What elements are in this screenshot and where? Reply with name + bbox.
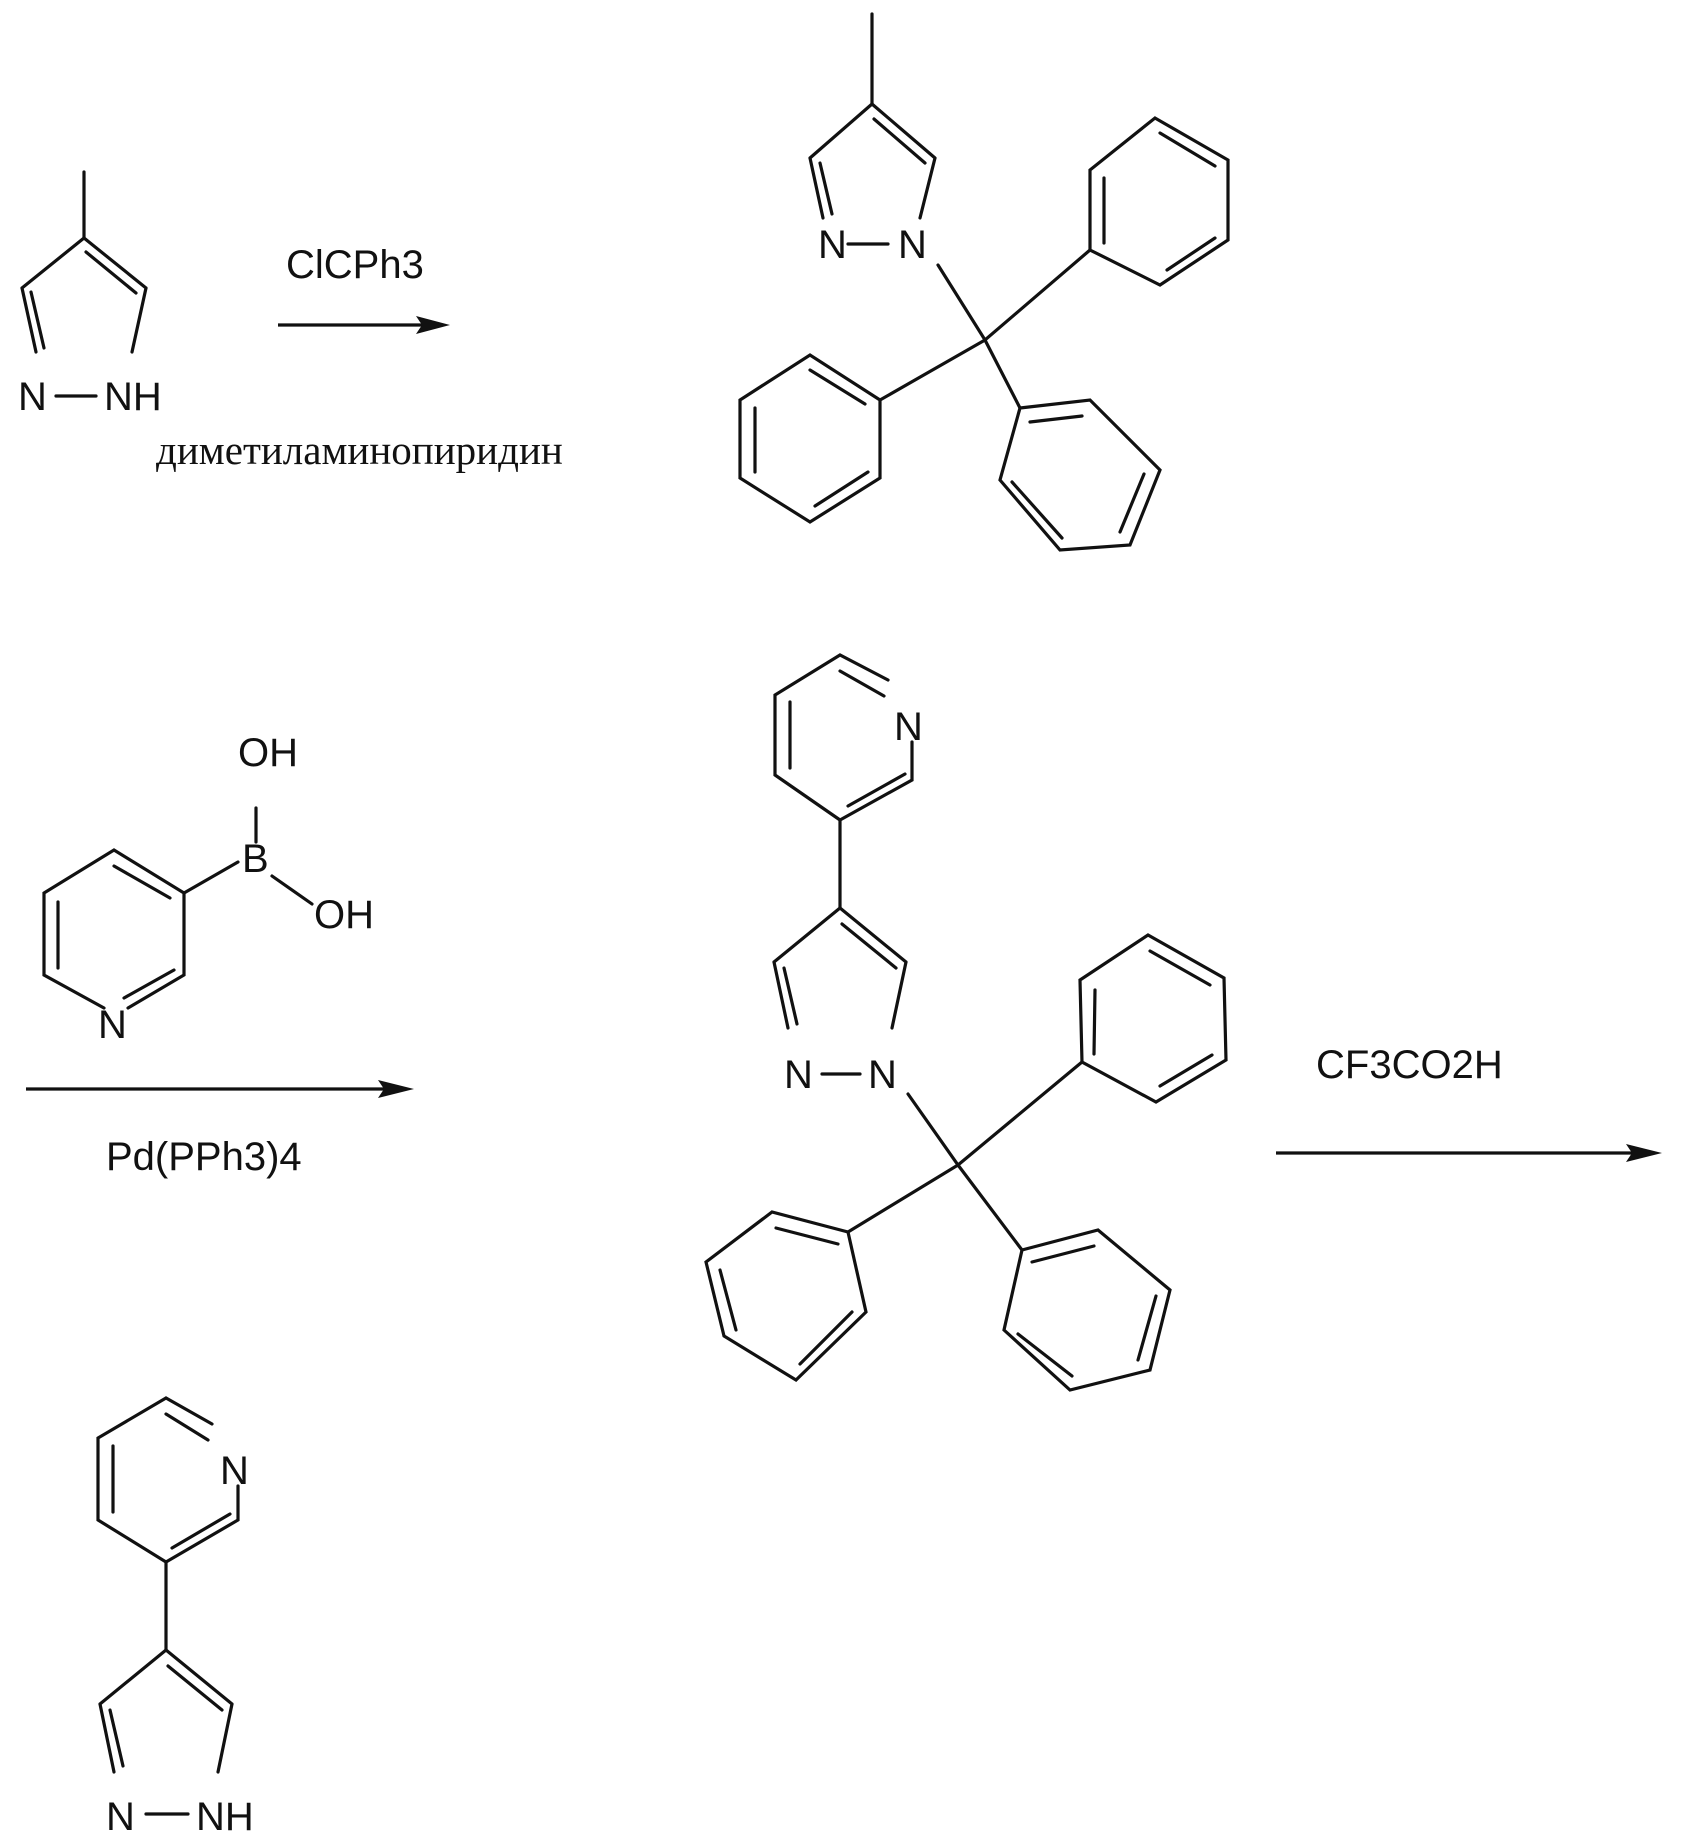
atom-n: N bbox=[818, 223, 847, 267]
atom-b: B bbox=[242, 837, 269, 881]
molecule-4-iodopyrazole: N NH bbox=[18, 172, 162, 419]
molecule-pyridine-3-boronic-acid: B OH OH N bbox=[44, 731, 374, 1047]
atom-nh: NH bbox=[196, 1795, 254, 1836]
atom-n: N bbox=[898, 223, 927, 267]
reagent-dmap: диметиламинопиридин bbox=[156, 427, 563, 473]
reagent-palladium-catalyst: Pd(PPh3)4 bbox=[106, 1135, 302, 1179]
atom-n: N bbox=[220, 1449, 249, 1493]
molecule-pyridyl-pyrazole: N N NH bbox=[98, 1398, 254, 1836]
reaction-arrow-1 bbox=[278, 316, 450, 334]
reaction-arrow-3 bbox=[1276, 1144, 1662, 1162]
atom-n: N bbox=[106, 1795, 135, 1836]
atom-n: N bbox=[784, 1053, 813, 1097]
reaction-arrow-2 bbox=[26, 1080, 414, 1098]
atom-n: N bbox=[868, 1053, 897, 1097]
atom-oh: OH bbox=[238, 731, 298, 775]
atom-n: N bbox=[894, 705, 923, 749]
atom-nh: NH bbox=[104, 375, 162, 419]
molecule-iodo-trityl-pyrazole: N N bbox=[740, 14, 1228, 550]
reagent-trityl-chloride: ClCPh3 bbox=[286, 243, 424, 287]
atom-oh: OH bbox=[314, 893, 374, 937]
atom-n: N bbox=[98, 1003, 127, 1047]
atom-n: N bbox=[18, 375, 47, 419]
reagent-trifluoroacetic-acid: CF3CO2H bbox=[1316, 1043, 1503, 1087]
molecule-pyridyl-trityl-pyrazole: N N N bbox=[706, 655, 1226, 1390]
